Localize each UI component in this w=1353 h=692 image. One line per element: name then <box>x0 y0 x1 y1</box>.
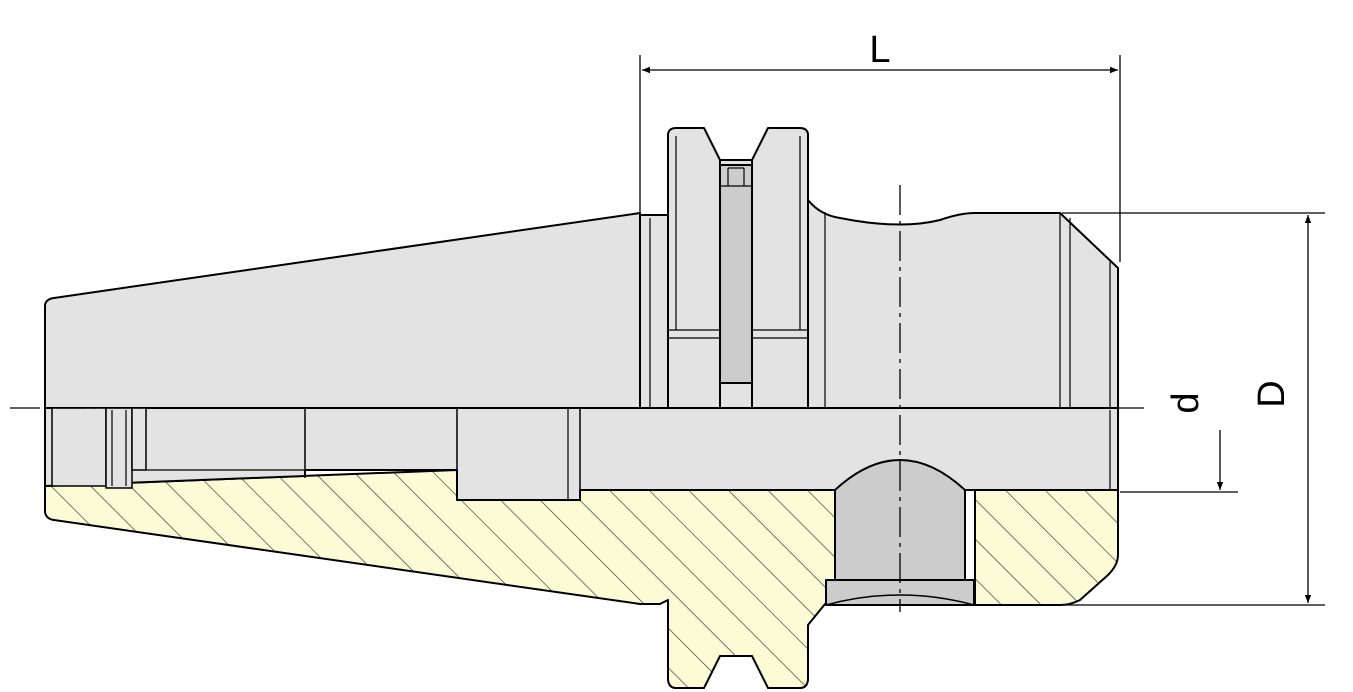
dimension-l <box>639 55 1121 262</box>
flange-ring <box>639 214 669 409</box>
dimension-l-label: L <box>869 29 890 71</box>
dimension-d-outer-label: D <box>1251 380 1293 407</box>
key-slot <box>719 164 753 384</box>
upper-half-view <box>44 127 1119 409</box>
section-material-right <box>964 489 1119 606</box>
section-material <box>44 469 836 689</box>
lower-half-section <box>44 407 1119 689</box>
dimension-d-bore-label: d <box>1165 392 1207 413</box>
taper-shank <box>44 212 641 409</box>
dimension-d-bore <box>1120 430 1238 493</box>
neck-body <box>807 199 1119 409</box>
centerlines <box>10 185 1150 612</box>
dimension-d-outer <box>1062 212 1325 606</box>
